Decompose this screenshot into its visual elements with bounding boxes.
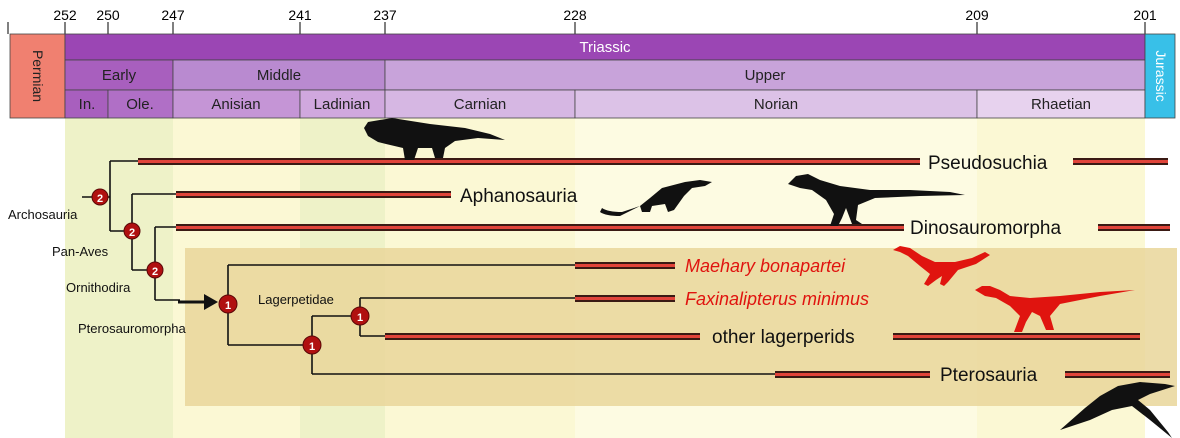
tick-label-201: 201 <box>1133 7 1157 23</box>
epoch-upper-label: Upper <box>745 67 786 84</box>
label-lagerpetidae: Lagerpetidae <box>258 292 334 307</box>
tick-label-209: 209 <box>965 7 989 23</box>
epoch-early-label: Early <box>102 67 137 84</box>
label-aphanosauria: Aphanosauria <box>460 186 578 207</box>
label-dinosauromorpha: Dinosauromorpha <box>910 218 1061 239</box>
stage-norian-label: Norian <box>754 96 798 113</box>
timescale-bar: Permian Triassic Early Middle Upper In. … <box>10 34 1175 118</box>
jurassic-label: Jurassic <box>1153 50 1169 101</box>
badge-ornithodira-number: 2 <box>152 266 158 278</box>
badge-lagerpetidae-number: 1 <box>357 312 363 324</box>
tick-label-252: 252 <box>53 7 77 23</box>
badge-pterosauria-lagerpetidae-number: 1 <box>309 341 315 353</box>
label-faxinalipterus: Faxinalipterus minimus <box>685 289 869 309</box>
tick-label-250: 250 <box>96 7 120 23</box>
stage-olenekian-label: Ole. <box>126 96 154 113</box>
tick-label-228: 228 <box>563 7 587 23</box>
stage-induan-label: In. <box>79 96 96 113</box>
stage-ladinian-label: Ladinian <box>314 96 371 113</box>
stage-anisian-label: Anisian <box>211 96 260 113</box>
label-pterosauromorpha: Pterosauromorpha <box>78 321 186 336</box>
label-pan-aves: Pan-Aves <box>52 244 109 259</box>
time-axis: 252 250 247 241 237 228 209 201 <box>8 7 1157 34</box>
label-archosauria: Archosauria <box>8 207 78 222</box>
label-ornithodira: Ornithodira <box>66 280 131 295</box>
label-pterosauria: Pterosauria <box>940 365 1038 386</box>
stage-rhaetian-label: Rhaetian <box>1031 96 1091 113</box>
permian-label: Permian <box>30 50 46 102</box>
label-maehary: Maehary bonapartei <box>685 256 846 276</box>
tick-label-241: 241 <box>288 7 312 23</box>
badge-pterosauromorpha-number: 1 <box>225 300 231 312</box>
label-pseudosuchia: Pseudosuchia <box>928 153 1048 174</box>
triassic-label: Triassic <box>579 39 631 56</box>
epoch-middle-label: Middle <box>257 67 301 84</box>
badge-pan-aves-number: 2 <box>129 227 135 239</box>
badge-archosauria-number: 2 <box>97 193 103 205</box>
stage-carnian-label: Carnian <box>454 96 507 113</box>
label-other-lagerperids: other lagerperids <box>712 327 855 348</box>
tick-label-247: 247 <box>161 7 185 23</box>
tick-label-237: 237 <box>373 7 397 23</box>
